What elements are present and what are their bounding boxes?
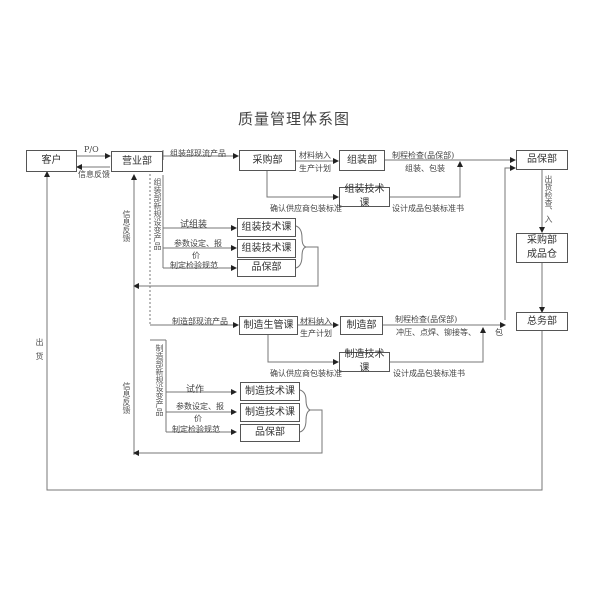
- label-info-feedback-mid: 信息反馈: [122, 210, 131, 242]
- label-mfg-pack: 包: [495, 328, 503, 337]
- node-assembly: 组装部: [339, 150, 385, 171]
- label-process-check-mfg: 制程检查(品保部): [395, 315, 458, 324]
- label-shipment-check: 出货检查、入: [544, 175, 553, 223]
- label-po: P/O: [84, 145, 99, 154]
- node-mfg-tech-2: 制造技术课: [240, 403, 300, 422]
- node-sales: 营业部: [111, 151, 163, 172]
- node-assembly-tech: 组装技术课: [339, 184, 390, 209]
- label-confirm-supplier-pack-mfg: 确认供应商包装标准: [270, 369, 342, 378]
- node-customer: 客户: [26, 150, 77, 172]
- label-asm-new-product: 组装部新规设变产品: [153, 178, 162, 250]
- node-purchasing: 采购部: [239, 150, 296, 171]
- label-info-feedback-top: 信息反馈: [78, 170, 110, 179]
- label-inspection-spec-mfg: 制定检验规范: [172, 425, 220, 434]
- label-delivery: 出货: [35, 338, 44, 366]
- node-qa-top: 品保部: [516, 150, 568, 170]
- node-mfg-qa: 品保部: [240, 424, 300, 442]
- label-inspection-spec-asm: 制定检验规范: [170, 261, 218, 270]
- label-mfg-new-product: 制造部新规设变产品: [155, 344, 164, 416]
- node-asm-tech-1: 组装技术课: [237, 218, 296, 237]
- label-param-quote-mfg-1: 参数设定、报: [176, 402, 224, 411]
- label-param-quote-mfg-2: 价: [194, 414, 202, 423]
- label-material-in: 材料纳入: [299, 151, 331, 160]
- label-asm-current-product: 组装部现流产品: [170, 149, 226, 158]
- label-param-quote-1: 参数设定、报: [174, 239, 222, 248]
- label-trial-assembly: 试组装: [180, 220, 208, 230]
- node-general-affairs: 总务部: [516, 312, 568, 331]
- label-design-pack-std-mfg: 设计成品包装标准书: [393, 369, 465, 378]
- label-design-pack-std-asm: 设计成品包装标准书: [392, 204, 464, 213]
- page-title: 质量管理体系图: [238, 110, 351, 128]
- node-asm-tech-2: 组装技术课: [237, 239, 296, 258]
- label-material-in-mfg: 材料纳入: [300, 317, 332, 326]
- label-mfg-current-product: 制造部现流产品: [172, 317, 228, 326]
- node-mfg-control: 制造生管课: [239, 316, 298, 335]
- label-process-check-asm: 制程检查(品保部): [392, 151, 455, 160]
- label-production-plan-mfg: 生产计划: [300, 329, 332, 338]
- label-mfg-ops: 冲压、点焊、铆接等、: [396, 328, 476, 337]
- label-trial-production: 试作: [186, 385, 205, 395]
- node-mfg-tech-1: 制造技术课: [240, 382, 300, 401]
- label-confirm-supplier-pack-asm: 确认供应商包装标准: [270, 204, 342, 213]
- label-info-feedback-low: 信息反馈: [122, 382, 131, 414]
- label-asm-pack: 组装、包装: [405, 164, 445, 173]
- node-purchase-warehouse: 采购部 成品仓: [516, 233, 568, 263]
- label-param-quote-2: 价: [192, 251, 200, 260]
- node-manufacturing: 制造部: [340, 316, 383, 335]
- label-production-plan: 生产计划: [299, 164, 331, 173]
- node-mfg-tech: 制造技术课: [339, 349, 390, 374]
- node-asm-qa: 品保部: [237, 259, 296, 277]
